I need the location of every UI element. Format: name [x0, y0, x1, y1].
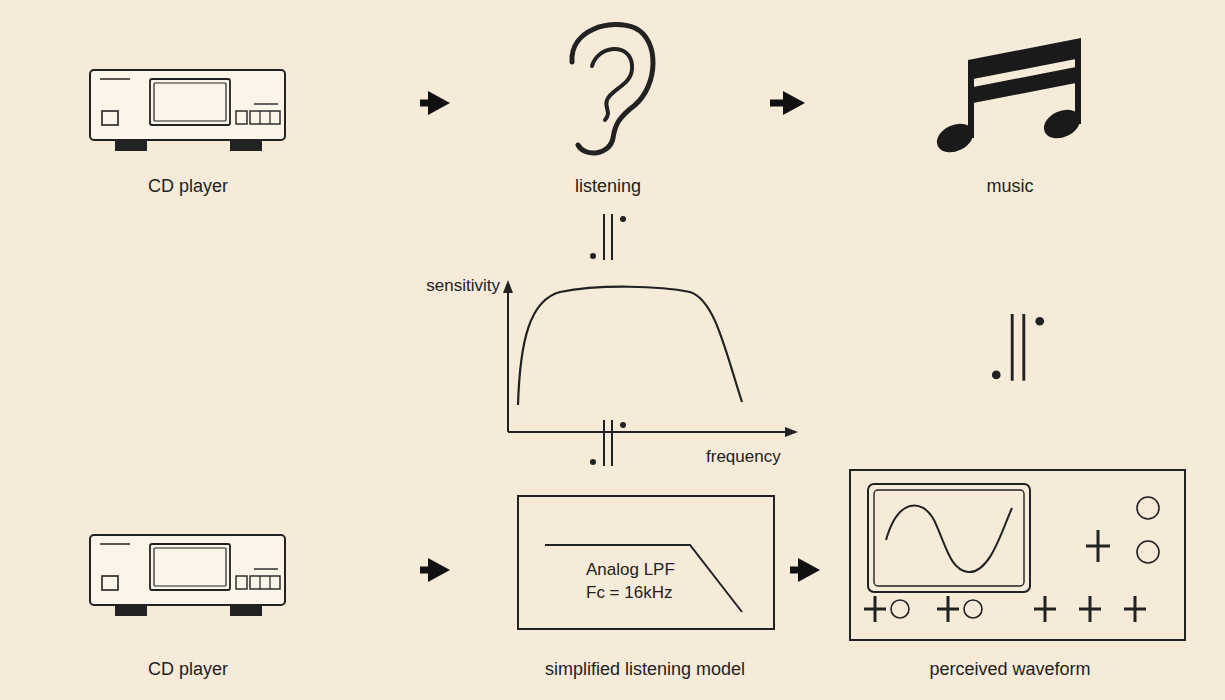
- scope-jack: [864, 596, 886, 622]
- scope-jack: [1124, 596, 1146, 622]
- flow-arrow: [770, 100, 791, 107]
- scope-jack: [1079, 596, 1101, 622]
- cd-player-top: [90, 70, 285, 151]
- y-axis: [507, 290, 509, 432]
- scope-knob: [891, 600, 909, 618]
- caption: perceived waveform: [929, 658, 1090, 680]
- music-note-icon: [932, 38, 1084, 158]
- caption: CD player: [148, 658, 228, 680]
- x-axis: [508, 431, 788, 433]
- sensitivity-graph: [503, 280, 798, 437]
- filter-outline: Analog LPF Fc = 16kHz: [517, 495, 775, 630]
- scope-jack: [1086, 530, 1110, 562]
- axis-head: [503, 280, 513, 293]
- approx-equal: [590, 420, 626, 466]
- scope-screen: [868, 484, 1030, 592]
- scope-knob: [1137, 497, 1159, 519]
- flow-arrow: [420, 100, 436, 107]
- filter-text: Analog LPF Fc = 16kHz: [586, 558, 690, 604]
- scope-body: [850, 470, 1185, 640]
- filter-box: Analog LPF Fc = 16kHz simplified listenin…: [450, 490, 790, 685]
- lpf-curve: [545, 545, 742, 612]
- flow-arrow: [790, 567, 806, 574]
- axis-label: sensitivity: [426, 276, 500, 296]
- ear-outline: [572, 25, 653, 153]
- device-node: CD player: [80, 35, 420, 205]
- axis-head: [785, 427, 798, 437]
- sine-wave: [886, 505, 1012, 572]
- ear-icon: [572, 25, 653, 153]
- ear-fold: [592, 49, 632, 120]
- caption: music: [986, 175, 1033, 197]
- caption: listening: [575, 175, 641, 197]
- caption: simplified listening model: [545, 658, 745, 680]
- approx-equal: [590, 214, 626, 260]
- connector-group: [420, 103, 806, 570]
- scope-jack: [1034, 596, 1056, 622]
- sensitivity-curve: [518, 287, 742, 405]
- scope-knob: [964, 600, 982, 618]
- oscilloscope-icon: [850, 470, 1185, 640]
- flow-arrow: [420, 567, 436, 574]
- scope-node: perceived waveform: [820, 465, 1200, 685]
- caption: CD player: [148, 175, 228, 197]
- note-beam: [968, 66, 1081, 104]
- scope-screen-inner: [874, 490, 1024, 586]
- music-node: music: [805, 35, 1210, 205]
- filter-response-line: [545, 545, 742, 612]
- axis-label: frequency: [706, 447, 781, 467]
- device-node: CD player: [80, 495, 420, 685]
- listening-node: listening: [450, 35, 770, 205]
- scope-jack: [937, 596, 959, 622]
- approx-equal: [992, 314, 1044, 381]
- cd-player-bottom: [90, 535, 285, 616]
- scope-knob: [1137, 541, 1159, 563]
